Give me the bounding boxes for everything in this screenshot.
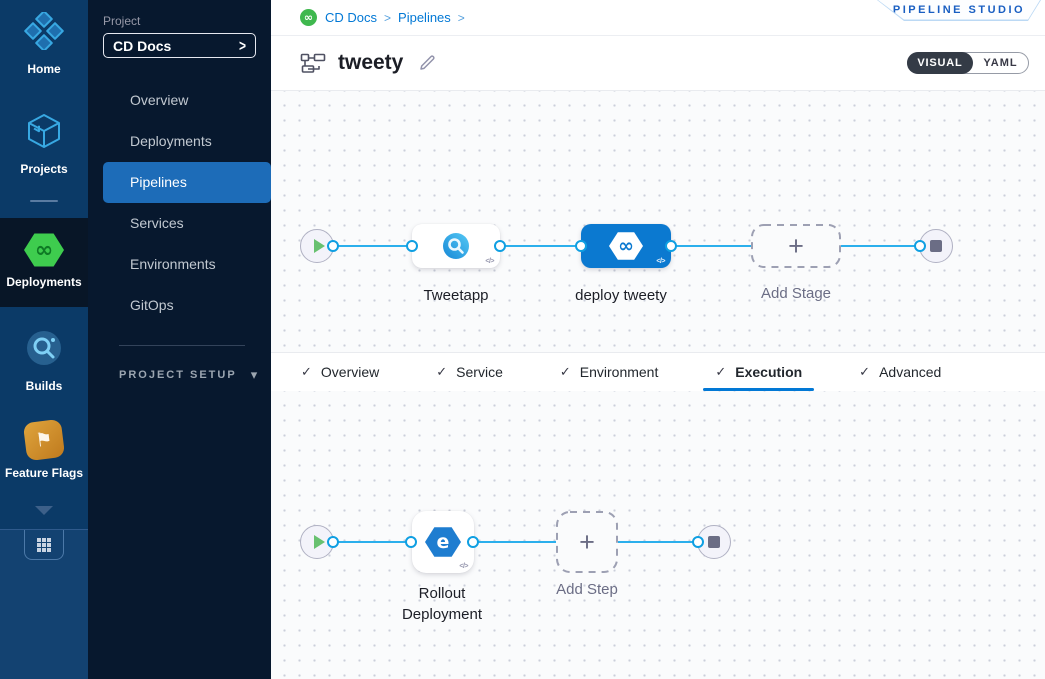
tab-overview[interactable]: ✓ Overview bbox=[301, 364, 380, 380]
project-picker-value: CD Docs bbox=[113, 37, 172, 54]
check-icon: ✓ bbox=[715, 364, 727, 380]
cd-module-icon: ∞ bbox=[300, 9, 317, 26]
plus-icon: + bbox=[788, 230, 804, 261]
breadcrumb-separator: > bbox=[384, 10, 392, 25]
stage-canvas[interactable]: </> ∞ </> + Tweetapp deploy tw bbox=[271, 90, 1045, 352]
rail-label-projects: Projects bbox=[20, 162, 68, 176]
rail-label-builds: Builds bbox=[25, 379, 63, 393]
stage-node-tweetapp[interactable]: </> bbox=[412, 224, 500, 268]
tab-advanced[interactable]: ✓ Advanced bbox=[859, 364, 942, 380]
project-setup-label: PROJECT SETUP bbox=[119, 369, 237, 381]
breadcrumb-link-project[interactable]: CD Docs bbox=[325, 10, 378, 25]
add-step-button[interactable]: + bbox=[556, 511, 618, 573]
project-label: Project bbox=[103, 14, 141, 28]
check-icon: ✓ bbox=[859, 364, 871, 380]
breadcrumb-link-pipelines[interactable]: Pipelines bbox=[398, 10, 451, 25]
rail-divider bbox=[0, 200, 88, 202]
toggle-visual[interactable]: VISUAL bbox=[907, 51, 973, 74]
apps-grid-icon bbox=[37, 537, 51, 552]
chevron-right-icon: > bbox=[238, 36, 246, 55]
module-rail: Home Projects ∞ Deployments bbox=[0, 0, 88, 679]
visual-yaml-toggle[interactable]: VISUAL YAML bbox=[907, 51, 1029, 74]
execution-canvas[interactable]: e </> + Rollout Deployment Add Step bbox=[271, 391, 1045, 679]
stage-node-deploy-tweety[interactable]: ∞ </> bbox=[581, 224, 671, 268]
play-icon bbox=[313, 535, 325, 549]
edit-pencil-icon[interactable] bbox=[417, 53, 437, 73]
connector-dot[interactable] bbox=[692, 536, 704, 548]
stop-icon bbox=[708, 536, 720, 548]
project-setup-toggle[interactable]: PROJECT SETUP ▾ bbox=[88, 367, 271, 383]
feature-flags-icon: ⚑ bbox=[22, 418, 66, 462]
projects-icon bbox=[25, 112, 63, 155]
step-label-rollout-deployment: Rollout Deployment bbox=[401, 585, 483, 623]
rail-collapse-chevron-icon[interactable] bbox=[0, 506, 88, 515]
builds-icon bbox=[25, 329, 63, 372]
rail-item-feature-flags[interactable]: ⚑ Feature Flags bbox=[0, 418, 88, 480]
connector-dot[interactable] bbox=[406, 240, 418, 252]
stage-label-deploy-tweety: deploy tweety bbox=[575, 287, 667, 304]
rail-item-deployments[interactable]: ∞ Deployments bbox=[0, 218, 88, 307]
rail-item-projects[interactable]: Projects bbox=[0, 112, 88, 176]
rail-label-deployments: Deployments bbox=[6, 275, 82, 289]
stop-icon bbox=[930, 240, 942, 252]
stage-config-tabs: ✓ Overview ✓ Service ✓ Environment ✓ Exe… bbox=[271, 352, 1045, 391]
step-node-rollout-deployment[interactable]: e </> bbox=[412, 511, 474, 573]
pipeline-title-bar: tweety VISUAL YAML bbox=[271, 36, 1045, 90]
connector-dot[interactable] bbox=[665, 240, 677, 252]
rail-dock bbox=[0, 529, 88, 679]
sidebar-item-environments[interactable]: Environments bbox=[130, 256, 216, 272]
apps-grid-button[interactable] bbox=[24, 530, 64, 560]
main-content: PIPELINE STUDIO ∞ CD Docs > Pipelines > … bbox=[271, 0, 1045, 679]
connector-dot[interactable] bbox=[405, 536, 417, 548]
pipeline-studio-ribbon: PIPELINE STUDIO bbox=[877, 0, 1041, 21]
tab-service[interactable]: ✓ Service bbox=[436, 364, 503, 380]
chevron-down-icon: ▾ bbox=[250, 367, 258, 382]
rail-item-builds[interactable]: Builds bbox=[0, 329, 88, 393]
stage-label-tweetapp: Tweetapp bbox=[423, 287, 489, 304]
sidebar-item-pipelines[interactable]: Pipelines bbox=[103, 162, 271, 203]
custom-stage-icon bbox=[443, 233, 469, 259]
code-icon: </> bbox=[656, 258, 665, 265]
sidebar-nav-list: Overview Deployments Pipelines Services … bbox=[88, 80, 271, 326]
sidebar-item-gitops[interactable]: GitOps bbox=[130, 297, 174, 313]
add-step-label: Add Step bbox=[556, 581, 618, 598]
check-icon: ✓ bbox=[436, 364, 448, 380]
pipeline-studio-label: PIPELINE STUDIO bbox=[878, 0, 1040, 20]
pipeline-icon bbox=[300, 53, 326, 73]
code-icon: </> bbox=[485, 258, 494, 265]
connector-dot[interactable] bbox=[575, 240, 587, 252]
rail-label-feature-flags: Feature Flags bbox=[4, 466, 84, 480]
execution-flow-line bbox=[333, 541, 699, 543]
check-icon: ✓ bbox=[301, 364, 312, 380]
breadcrumb-separator: > bbox=[457, 10, 465, 25]
code-icon: </> bbox=[459, 563, 468, 570]
rail-label-home: Home bbox=[27, 62, 61, 76]
tab-execution[interactable]: ✓ Execution bbox=[703, 353, 814, 391]
project-sidebar: Project CD Docs > Overview Deployments P… bbox=[88, 0, 271, 679]
home-icon bbox=[24, 10, 64, 55]
connector-dot[interactable] bbox=[327, 536, 339, 548]
add-stage-label: Add Stage bbox=[760, 285, 832, 302]
project-picker[interactable]: CD Docs > bbox=[103, 33, 256, 58]
toggle-yaml[interactable]: YAML bbox=[983, 57, 1018, 69]
sidebar-divider bbox=[119, 345, 245, 346]
sidebar-item-overview[interactable]: Overview bbox=[130, 92, 189, 108]
sidebar-item-services[interactable]: Services bbox=[130, 215, 184, 231]
tab-environment[interactable]: ✓ Environment bbox=[559, 364, 659, 380]
check-icon: ✓ bbox=[559, 364, 571, 380]
plus-icon: + bbox=[579, 526, 595, 557]
sidebar-item-deployments[interactable]: Deployments bbox=[130, 133, 212, 149]
connector-dot[interactable] bbox=[914, 240, 926, 252]
page-title: tweety bbox=[338, 51, 404, 74]
connector-dot[interactable] bbox=[494, 240, 506, 252]
rollout-step-icon: e bbox=[425, 527, 461, 557]
rail-item-home[interactable]: Home bbox=[0, 10, 88, 76]
connector-dot[interactable] bbox=[467, 536, 479, 548]
pipeline-start-node[interactable] bbox=[300, 229, 334, 263]
deployments-icon: ∞ bbox=[24, 233, 64, 267]
cd-stage-icon: ∞ bbox=[609, 232, 643, 260]
connector-dot[interactable] bbox=[327, 240, 339, 252]
play-icon bbox=[313, 239, 325, 253]
add-stage-button[interactable]: + bbox=[751, 224, 841, 268]
